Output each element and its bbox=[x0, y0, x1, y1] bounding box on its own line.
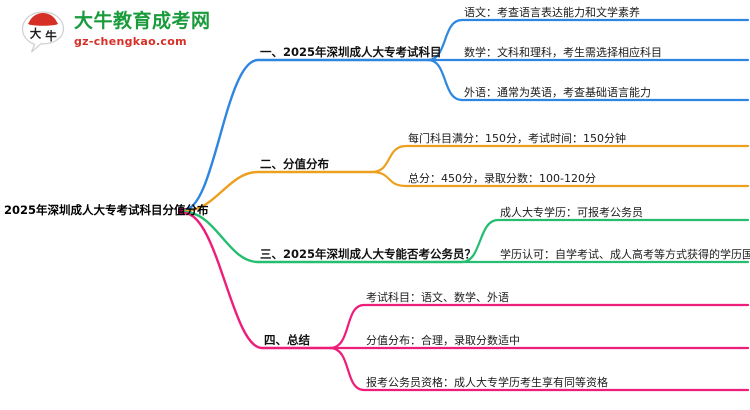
svg-text:牛: 牛 bbox=[45, 29, 57, 43]
site-logo: 大 牛 大牛教育成考网 gz-chengkao.com bbox=[18, 6, 248, 58]
branch-1-child-2[interactable]: 数学：文科和理科，考生需选择相应科目 bbox=[464, 46, 662, 59]
branch-1-label[interactable]: 一、2025年深圳成人大专考试科目 bbox=[260, 45, 442, 59]
branch-2-child-2[interactable]: 总分：450分，录取分数：100-120分 bbox=[408, 172, 596, 185]
branch-4-child-2[interactable]: 分值分布：合理，录取分数适中 bbox=[366, 334, 520, 347]
branch-4-child-1[interactable]: 考试科目：语文、数学、外语 bbox=[366, 291, 509, 304]
branch-1-child-3[interactable]: 外语：通常为英语，考查基础语言能力 bbox=[464, 86, 651, 99]
logo-name-cn: 大牛教育成考网 bbox=[74, 10, 211, 32]
logo-mark-icon: 大 牛 bbox=[21, 11, 65, 53]
branch-3-child-2[interactable]: 学历认可：自学考试、成人高考等方式获得的学历国家承认 bbox=[500, 248, 750, 261]
branch-3-child-1[interactable]: 成人大专学历：可报考公务员 bbox=[500, 206, 643, 219]
root-node-label[interactable]: 2025年深圳成人大专考试科目分值分布 bbox=[4, 203, 209, 217]
svg-text:大: 大 bbox=[30, 27, 42, 41]
branch-4-label[interactable]: 四、总结 bbox=[264, 333, 310, 347]
branch-1-child-1[interactable]: 语文：考查语言表达能力和文学素养 bbox=[464, 6, 640, 19]
branch-2-label[interactable]: 二、分值分布 bbox=[260, 157, 329, 171]
logo-text: 大牛教育成考网 gz-chengkao.com bbox=[74, 10, 211, 49]
branch-3-label[interactable]: 三、2025年深圳成人大专能否考公务员？ bbox=[260, 247, 477, 261]
branch-4-child-3[interactable]: 报考公务员资格：成人大专学历考生享有同等资格 bbox=[366, 376, 608, 389]
logo-name-en: gz-chengkao.com bbox=[74, 35, 187, 48]
branch-2-child-1[interactable]: 每门科目满分：150分，考试时间：150分钟 bbox=[408, 132, 626, 145]
